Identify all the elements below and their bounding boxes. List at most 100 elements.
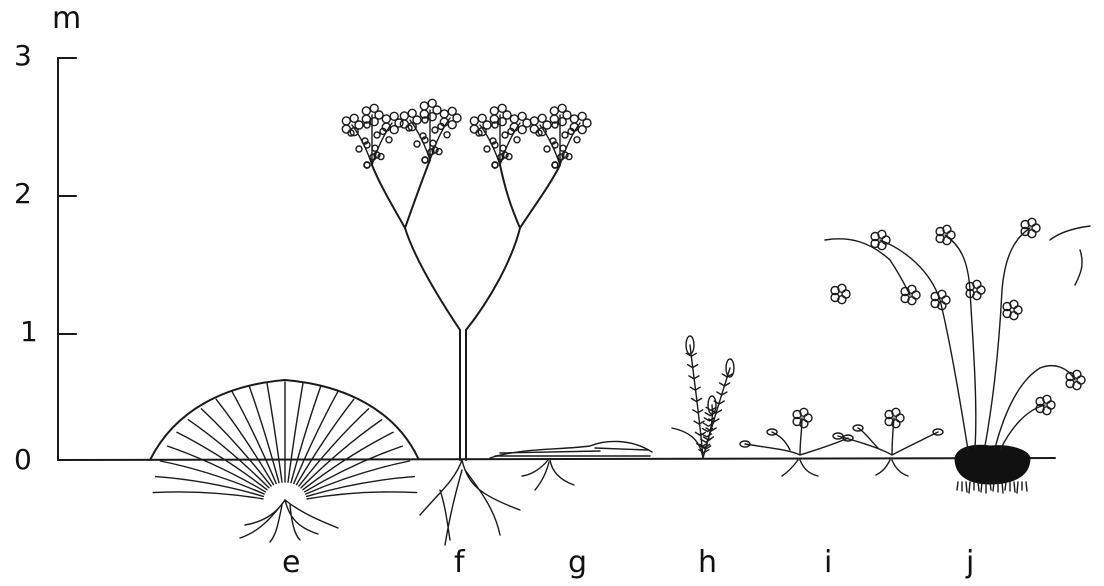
plant-f-main-branches (405, 228, 520, 330)
plant-i-roots (782, 460, 908, 476)
plant-f-flower-petal (400, 120, 408, 128)
plant-f-twig (410, 120, 430, 160)
plant-f-leaf (560, 145, 566, 151)
plant-h-leaf (702, 434, 712, 437)
plant-j-flower-petal (942, 296, 950, 304)
plant-f-leaf (574, 137, 580, 143)
plant-e-ray (188, 420, 269, 488)
plant-j-drawing (825, 218, 1090, 493)
plant-f-twig (352, 125, 372, 165)
plant-e-ray (307, 492, 417, 499)
plant-j-root (981, 482, 982, 492)
plant-f-leaf (544, 146, 550, 152)
plant-j-root (990, 482, 991, 490)
plant-f-flower-petal (558, 104, 566, 112)
plant-f-flower-petal (498, 104, 506, 112)
plant-e-ray (216, 399, 273, 484)
plant-f-twig (540, 125, 560, 165)
plant-i-drawing (740, 408, 943, 476)
plant-j-root (1014, 482, 1015, 492)
plant-e-ray (177, 432, 267, 489)
plant-f-flower-petal (550, 107, 558, 115)
plant-e-ray (303, 432, 393, 489)
ground-line (58, 458, 1055, 460)
plant-f-leaf (492, 162, 498, 168)
plant-j-flower-petal (947, 231, 955, 239)
plant-f-leaf (432, 127, 438, 133)
plant-j-root (993, 482, 994, 491)
plant-h-stems (672, 345, 730, 458)
plant-j-flower-petal (1077, 376, 1085, 384)
plant-h-leaf (699, 450, 709, 453)
plant-f-flower-petal (530, 125, 538, 133)
plant-g-drawing (490, 441, 652, 490)
plant-h-leaves (686, 336, 734, 453)
plant-e-drawing (150, 380, 418, 542)
plant-e-ray (297, 399, 354, 484)
plant-f-leaf (444, 132, 450, 138)
plant-j-flower-petal (912, 291, 920, 299)
plant-j-arching-stems (825, 226, 1090, 295)
plant-f-flower-petal (408, 109, 416, 117)
plant-f-flower-petal (350, 114, 358, 122)
plant-f-twig (480, 125, 500, 165)
height-scale-bar (58, 58, 76, 460)
plant-j-root (978, 482, 979, 491)
plant-j-root (1017, 482, 1018, 493)
plant-f-flower-petal (578, 112, 586, 120)
plant-e-roots (240, 500, 338, 542)
plant-j-flower-petal (1014, 306, 1022, 314)
plant-f-leaf (430, 140, 436, 146)
plant-j-root (966, 482, 967, 492)
plant-f-leaf (484, 146, 490, 152)
plant-f-flower-petal (470, 125, 478, 133)
plant-f-leaf (386, 137, 392, 143)
plant-f-roots (420, 460, 520, 545)
plant-f-leaf (372, 145, 378, 151)
plant-f-flower-petal (400, 112, 408, 120)
plant-j-flower-petal (977, 286, 985, 294)
plant-f-flower-petal (390, 126, 398, 134)
plant-f-flower-petal (390, 112, 398, 120)
plant-f-flower-petal (478, 114, 486, 122)
plant-f-leaf (562, 132, 568, 138)
plant-f-flower-petal (382, 115, 390, 123)
plant-f-flower-petal (448, 107, 456, 115)
plant-f-flower-petal (570, 115, 578, 123)
plant-f-flower-petal (448, 121, 456, 129)
plant-e-ray (306, 461, 410, 494)
plant-j-root (969, 482, 970, 493)
plant-f-flower-petal (362, 107, 370, 115)
plant-f-leaf (552, 162, 558, 168)
plant-i-flower-petal (896, 414, 904, 422)
plant-f-flower-petal (578, 126, 586, 134)
plant-j-flower-petal (842, 290, 850, 298)
plant-f-leaf (422, 157, 428, 163)
plant-f-flower-petal (518, 126, 526, 134)
plant-j-flower-petal (1032, 224, 1040, 232)
plant-f-leaf (414, 141, 420, 147)
plant-f-flower-petal (490, 107, 498, 115)
plant-f-flower-petal (342, 117, 350, 125)
plant-f-leaf (364, 162, 370, 168)
plant-f-crown (342, 99, 591, 168)
plant-j-root (1026, 482, 1027, 491)
plant-f-flower-petal (440, 110, 448, 118)
plant-f-sub-branches (372, 160, 560, 228)
plant-f-flower-petal (470, 117, 478, 125)
plant-f-leaf (374, 132, 380, 138)
plant-e-outline (150, 380, 418, 460)
plant-j-root (957, 482, 958, 490)
plant-f-flower-petal (538, 114, 546, 122)
plant-j-flower-petal (1047, 401, 1055, 409)
plant-j-root (1005, 482, 1006, 490)
plant-f-flower-petal (530, 117, 538, 125)
plant-h-drawing (672, 336, 734, 458)
plant-e-rays (153, 382, 416, 499)
plant-f-drawing (342, 99, 591, 545)
plant-g-roots (522, 460, 574, 490)
plant-e-ray (301, 420, 382, 488)
plant-g-mat-lines (495, 448, 650, 456)
